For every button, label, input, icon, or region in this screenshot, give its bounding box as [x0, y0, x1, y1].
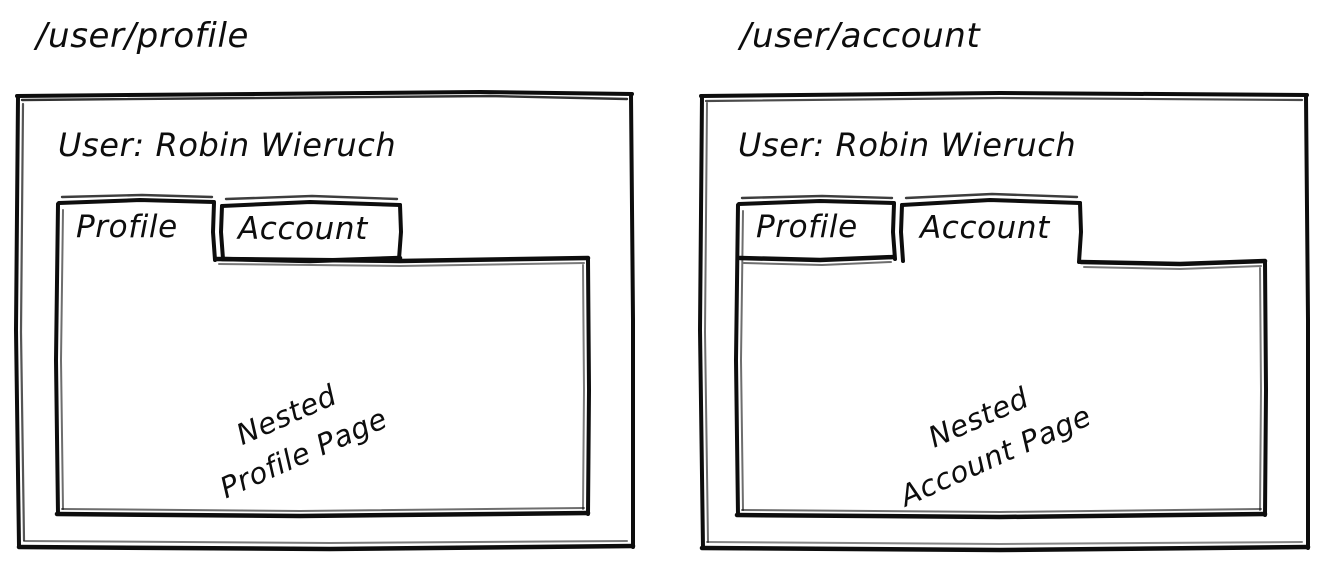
right-nested-content-border — [1078, 258, 1268, 517]
tab-account-left[interactable]: Account — [238, 211, 368, 247]
tab-profile-left[interactable]: Profile — [76, 209, 178, 245]
route-label-profile: /user/profile — [36, 16, 250, 56]
left-panel-tabbox-border — [54, 202, 591, 519]
route-label-account: /user/account — [740, 16, 981, 56]
nested-content-right: Nested Account Page — [876, 356, 1098, 516]
nested-content-left: Nested Profile Page — [196, 359, 394, 509]
user-heading-right: User: Robin Wieruch — [738, 126, 1077, 164]
tab-account-right[interactable]: Account — [920, 210, 1050, 246]
user-heading-left: User: Robin Wieruch — [58, 126, 397, 164]
tab-profile-right[interactable]: Profile — [756, 209, 858, 245]
